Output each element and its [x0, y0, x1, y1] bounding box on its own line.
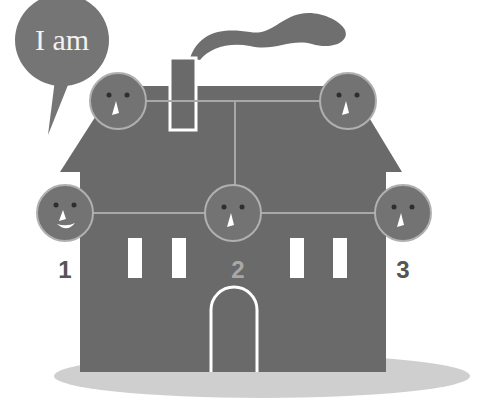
faces — [37, 73, 431, 241]
face — [37, 185, 93, 241]
face — [375, 185, 431, 241]
callout-number: 1 — [50, 256, 80, 284]
callout-number: 2 — [223, 256, 253, 284]
chimney-smoke — [190, 13, 346, 60]
window — [172, 238, 186, 278]
house-body — [80, 172, 386, 372]
door — [211, 287, 257, 372]
bubble-text: I am — [35, 23, 89, 57]
face — [320, 73, 376, 129]
callout-number: 3 — [388, 256, 418, 284]
window — [128, 238, 142, 278]
window — [290, 238, 304, 278]
speech-bubble: I am — [15, 0, 109, 86]
chimney — [170, 58, 196, 130]
window — [333, 238, 347, 278]
face — [205, 185, 261, 241]
face — [90, 73, 146, 129]
